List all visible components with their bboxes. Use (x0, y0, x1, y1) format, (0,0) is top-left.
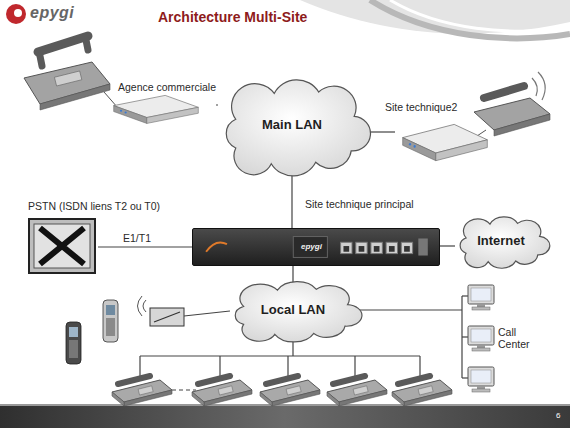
mobile-phone (66, 322, 81, 364)
network-link (291, 168, 292, 228)
desk-phone (192, 376, 252, 406)
network-cloud: Local LAN (228, 283, 358, 337)
ip-pbx-device: epygi (192, 228, 440, 266)
network-cloud: Main LAN (218, 82, 366, 168)
desk-phone (112, 376, 172, 406)
pstn-switch: PSTN (ISDN liens T2 ou T0) (28, 200, 98, 275)
site-label: Site technique principal (305, 198, 414, 210)
router-shape (399, 120, 491, 164)
router-box: Site technique2 (395, 98, 495, 166)
logo-text: epygi (30, 4, 74, 22)
header-swoosh (390, 0, 570, 31)
network-link (358, 309, 462, 310)
node-label: Site technique2 (385, 101, 457, 113)
desk-phone (327, 376, 387, 406)
network-link (216, 104, 218, 105)
switch-symbol (28, 218, 96, 274)
header-swoosh (370, 0, 570, 38)
logo-mark (6, 4, 26, 24)
lan-wire (184, 311, 230, 316)
desk-phone (392, 376, 452, 406)
desk-phone (24, 36, 110, 110)
network-link (292, 266, 293, 283)
logo-mark (14, 9, 22, 17)
device-brand: epygi (301, 242, 322, 251)
computer (468, 367, 494, 392)
node-label: PSTN (ISDN liens T2 ou T0) (28, 200, 160, 212)
cloud-label: Internet (455, 218, 547, 264)
link-label: E1/T1 (123, 232, 151, 244)
mobile-phone (103, 300, 118, 342)
router-box: Agence commerciale (110, 78, 216, 128)
cloud-label: Main LAN (218, 82, 366, 168)
router-shape (110, 92, 202, 126)
network-link (440, 245, 455, 246)
cloud-label: Local LAN (228, 283, 358, 337)
page-number: 6 (556, 411, 560, 420)
slide-title: Architecture Multi-Site (158, 9, 307, 25)
computer (468, 326, 494, 351)
node-label: Call Center (498, 326, 548, 350)
desk-phone (474, 72, 550, 136)
workstation-group: Call Center (462, 282, 562, 400)
lan-wire (462, 296, 468, 378)
network-link (98, 246, 192, 247)
desk-phone (260, 376, 320, 406)
footer-bar (0, 404, 570, 428)
node-label: Agence commerciale (118, 81, 216, 93)
dect-base (138, 296, 185, 326)
computer (468, 285, 494, 310)
network-cloud: Internet (455, 218, 547, 264)
footer-bar (0, 404, 570, 406)
